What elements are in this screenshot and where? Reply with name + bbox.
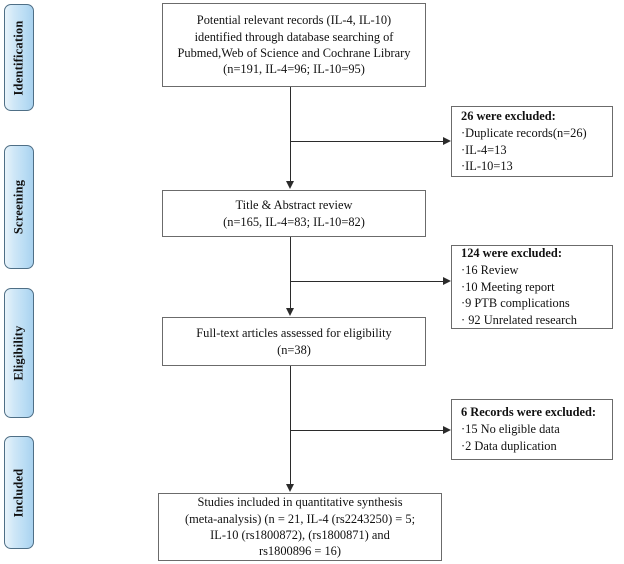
box-identification: Potential relevant records (IL-4, IL-10)… [162,3,426,87]
box-screening-line-2: (n=165, IL-4=83; IL-10=82) [223,214,365,229]
connector-hline-exclusion-1 [290,141,443,142]
box-screening-line-1: Title & Abstract review [235,198,353,213]
box-identification-line-3: Pubmed,Web of Science and Cochrane Libra… [177,46,411,60]
stage-tab-identification: Identification [4,4,34,111]
box-exclusion-1-item-2: ·IL-4=13 [461,142,507,157]
connector-arrow-exclusion-1 [443,137,451,145]
connector-vline-identification-screening [290,87,291,182]
box-exclusion-3-item-1: ·15 No eligible data [461,422,560,437]
box-included: Studies included in quantitative synthes… [158,493,442,561]
box-included-line-3: IL-10 (rs1800872), (rs1800871) and [210,528,390,542]
box-eligibility: Full-text articles assessed for eligibil… [162,317,426,366]
stage-tab-included: Included [4,436,34,549]
box-exclusion-1-item-1: ·Duplicate records(n=26) [461,125,587,140]
box-exclusion-2-item-3: ·9 PTB complications [461,296,570,311]
connector-arrow-included [286,484,294,492]
box-exclusion-1-title: 26 were excluded: [461,108,556,123]
stage-tab-eligibility: Eligibility [4,288,34,418]
box-exclusion-2: 124 were excluded: ·16 Review ·10 Meetin… [451,245,613,329]
connector-hline-exclusion-2 [290,281,443,282]
connector-hline-exclusion-3 [290,430,443,431]
box-identification-line-2: identified through database searching of [194,29,394,44]
box-included-line-2: (meta-analysis) (n = 21, IL-4 (rs2243250… [184,511,416,526]
box-identification-line-1: Potential relevant records (IL-4, IL-10) [196,13,392,28]
box-exclusion-2-item-1: ·16 Review [461,262,519,277]
connector-arrow-eligibility [286,308,294,316]
box-exclusion-2-item-4: · 92 Unrelated research [461,313,577,328]
box-exclusion-2-item-2: ·10 Meeting report [461,279,555,294]
connector-vline-eligibility-included [290,366,291,485]
box-identification-line-4: (n=191, IL-4=96; IL-10=95) [223,62,365,77]
box-exclusion-3: 6 Records were excluded: ·15 No eligible… [451,399,613,460]
stage-tab-eligibility-label: Eligibility [11,325,26,381]
box-included-line-4: rs1800896 = 16) [258,544,341,559]
box-eligibility-line-1: Full-text articles assessed for eligibil… [196,326,392,341]
stage-tab-screening: Screening [4,145,34,269]
box-exclusion-1: 26 were excluded: ·Duplicate records(n=2… [451,106,613,177]
box-exclusion-2-title: 124 were excluded: [461,245,562,260]
connector-arrow-exclusion-3 [443,426,451,434]
box-eligibility-line-2: (n=38) [277,342,311,357]
stage-tab-identification-label: Identification [11,19,26,96]
connector-arrow-exclusion-2 [443,277,451,285]
connector-vline-screening-eligibility [290,237,291,309]
box-included-line-1: Studies included in quantitative synthes… [197,495,403,510]
stage-tab-included-label: Included [11,468,26,517]
connector-arrow-screening [286,181,294,189]
box-exclusion-3-title: 6 Records were excluded: [461,405,597,420]
stage-tab-screening-label: Screening [11,179,26,235]
box-screening: Title & Abstract review (n=165, IL-4=83;… [162,190,426,237]
box-exclusion-1-item-3: ·IL-10=13 [461,159,513,174]
box-exclusion-3-item-2: ·2 Data duplication [461,438,557,453]
